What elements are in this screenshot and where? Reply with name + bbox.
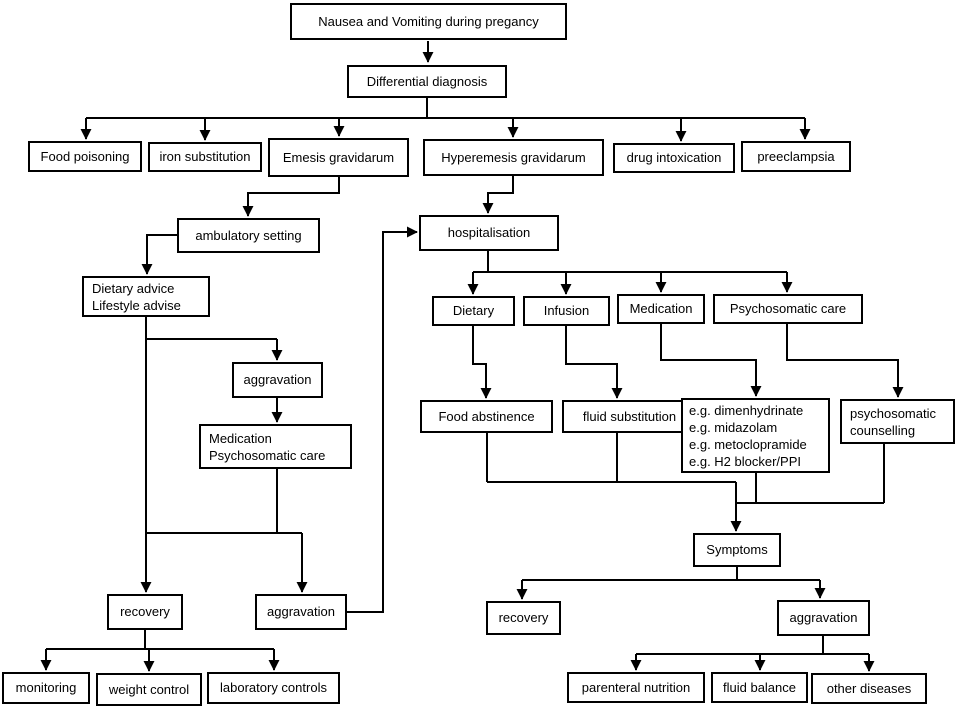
node-recovery-ambulatory: recovery — [107, 594, 183, 630]
node-title: Nausea and Vomiting during pregancy — [290, 3, 567, 40]
node-aggravation-ambulatory: aggravation — [232, 362, 323, 398]
node-line: psychosomatic — [850, 405, 936, 421]
node-line: Lifestyle advise — [92, 297, 181, 313]
node-recovery-hospital: recovery — [486, 601, 561, 635]
node-iron-substitution: iron substitution — [148, 142, 262, 172]
connector-trunk-hospitalisation-fan — [473, 251, 787, 273]
node-monitoring: monitoring — [2, 672, 90, 704]
node-weight-control: weight control — [96, 673, 202, 706]
node-infusion: Infusion — [523, 296, 610, 326]
node-line: e.g. H2 blocker/PPI — [689, 453, 801, 469]
connector-dietary-food-abstinence — [472, 326, 492, 399]
node-symptoms: Symptoms — [693, 533, 781, 567]
node-drug-intoxication: drug intoxication — [613, 143, 735, 173]
connector-trunk-recovery-split — [46, 630, 274, 650]
node-dietary: Dietary — [432, 296, 515, 326]
connector-trunk-aggravation3-split — [636, 636, 869, 655]
connector-trunk-differential-fan — [86, 98, 805, 119]
node-line: counselling — [850, 422, 916, 438]
node-medication-examples: e.g. dimenhydrinate e.g. midazolam e.g. … — [681, 398, 830, 473]
node-food-abstinence: Food abstinence — [420, 400, 553, 433]
node-line: e.g. midazolam — [689, 419, 778, 435]
connector-trunk-symptom-merge — [486, 433, 885, 504]
node-fluid-substitution: fluid substitution — [562, 400, 697, 433]
node-line: Medication — [209, 430, 272, 446]
node-line: e.g. dimenhydrinate — [689, 402, 804, 418]
node-fluid-balance: fluid balance — [711, 672, 808, 703]
connector-medication-examples — [660, 324, 762, 397]
node-preeclampsia: preeclampsia — [741, 141, 851, 172]
connector-infusion-fluid-substitution — [565, 326, 623, 399]
node-aggravation-feedback: aggravation — [255, 594, 347, 630]
connector-trunk-dietary-advice — [145, 317, 277, 533]
node-aggravation-hospital: aggravation — [777, 600, 870, 636]
node-ambulatory-setting: ambulatory setting — [177, 218, 320, 253]
node-line: e.g. metoclopramide — [689, 436, 807, 452]
node-other-diseases: other diseases — [811, 673, 927, 704]
connector-trunk-medpsych-split — [146, 469, 302, 534]
node-psychosomatic-care: Psychosomatic care — [713, 294, 863, 324]
node-line: Dietary advice — [92, 280, 175, 296]
node-dietary-advice: Dietary advice Lifestyle advise — [82, 276, 210, 317]
connector-psychcare-counselling — [786, 324, 904, 398]
node-medication-psychosomatic-care: Medication Psychosomatic care — [199, 424, 352, 469]
node-medication: Medication — [617, 294, 705, 324]
node-hospitalisation: hospitalisation — [419, 215, 559, 251]
connector-trunk-symptoms-split — [522, 567, 820, 581]
node-emesis-gravidarum: Emesis gravidarum — [268, 138, 409, 177]
connector-hyperemesis-hospitalisation — [482, 176, 514, 214]
node-hyperemesis-gravidarum: Hyperemesis gravidarum — [423, 139, 604, 176]
node-line: Psychosomatic care — [209, 447, 326, 463]
node-differential-diagnosis: Differential diagnosis — [347, 65, 507, 98]
node-laboratory-controls: laboratory controls — [207, 672, 340, 704]
connector-emesis-ambulatory — [242, 177, 340, 217]
node-food-poisoning: Food poisoning — [28, 141, 142, 172]
node-psychosomatic-counselling: psychosomatic counselling — [840, 399, 955, 444]
connector-ambulatory-dietary-advice — [141, 234, 177, 275]
connector-aggravation2-hospitalisation — [347, 226, 418, 613]
node-parenteral-nutrition: parenteral nutrition — [567, 672, 705, 703]
